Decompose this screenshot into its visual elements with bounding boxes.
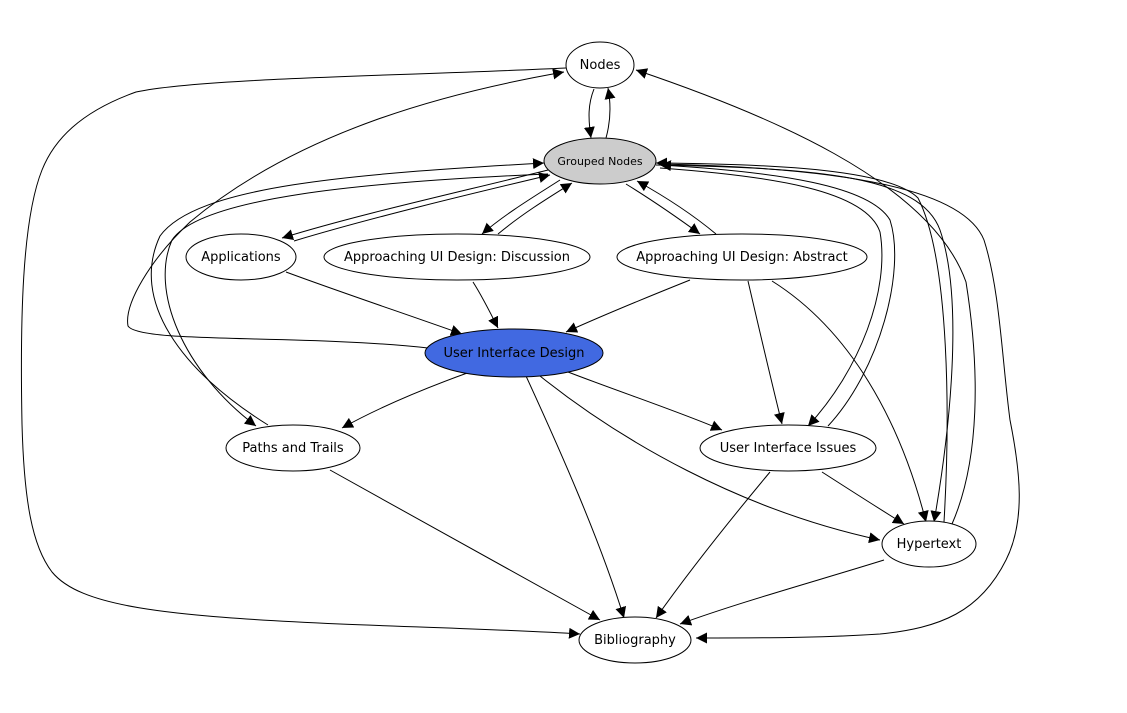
node-shape-paths-and-trails <box>225 424 361 472</box>
node-shape-hypertext <box>881 520 977 568</box>
node-shape-user-interface-design <box>424 328 604 378</box>
node-shape-nodes <box>565 41 635 89</box>
node-approaching-abstract[interactable]: Approaching UI Design: Abstract <box>616 233 868 281</box>
edge-issues-to-hypertext <box>821 471 905 525</box>
edge-hypertext-to-bibliography <box>679 559 885 626</box>
node-label-user-interface-design: User Interface Design <box>444 346 585 361</box>
node-label-bibliography: Bibliography <box>594 633 676 648</box>
node-hypertext[interactable]: Hypertext <box>881 520 977 568</box>
node-label-hypertext: Hypertext <box>897 537 962 552</box>
node-shape-approaching-discussion <box>323 233 591 281</box>
edge-applications-to-grouped <box>293 172 551 242</box>
edge-grouped-to-nodes <box>604 87 616 139</box>
edge-abstract-to-grouped <box>636 180 717 235</box>
edge-hypertext-to-grouped <box>655 157 948 523</box>
edge-grouped-to-issues <box>659 167 883 427</box>
node-label-user-interface-issues: User Interface Issues <box>720 441 857 456</box>
edge-abstract-to-issues <box>747 280 785 425</box>
edge-issues-to-bibliography <box>655 471 771 619</box>
node-paths-and-trails[interactable]: Paths and Trails <box>225 424 361 472</box>
edge-uidesign-to-hypertext <box>539 375 881 544</box>
node-label-paths-and-trails: Paths and Trails <box>242 441 344 456</box>
node-grouped-nodes[interactable]: Grouped Nodes <box>543 137 657 185</box>
node-shape-approaching-abstract <box>616 233 868 281</box>
node-label-approaching-abstract: Approaching UI Design: Abstract <box>636 250 847 265</box>
node-approaching-discussion[interactable]: Approaching UI Design: Discussion <box>323 233 591 281</box>
node-user-interface-design[interactable]: User Interface Design <box>424 328 604 378</box>
edge-applications-to-uidesign <box>285 271 463 336</box>
node-shape-bibliography <box>578 616 692 664</box>
edge-discussion-to-uidesign <box>472 281 499 329</box>
edge-layer <box>20 67 1020 644</box>
node-label-approaching-discussion: Approaching UI Design: Discussion <box>344 250 570 265</box>
edge-nodes-to-bibliography <box>20 67 581 639</box>
edge-paths-to-bibliography <box>329 469 601 621</box>
edge-issues-to-grouped <box>659 160 896 427</box>
node-user-interface-issues[interactable]: User Interface Issues <box>699 424 877 472</box>
edge-nodes-to-grouped <box>583 88 595 139</box>
edge-discussion-to-grouped <box>497 182 573 235</box>
node-shape-grouped-nodes <box>543 137 657 185</box>
node-nodes[interactable]: Nodes <box>565 41 635 89</box>
node-bibliography[interactable]: Bibliography <box>578 616 692 664</box>
edge-uidesign-to-paths <box>341 371 471 429</box>
node-label-grouped-nodes: Grouped Nodes <box>557 155 642 168</box>
edge-paths-to-grouped <box>150 158 545 426</box>
node-label-nodes: Nodes <box>580 58 621 73</box>
node-label-applications: Applications <box>201 250 281 265</box>
edge-uidesign-to-issues <box>567 371 723 431</box>
edge-grouped-to-applications <box>281 169 549 241</box>
edge-grouped-to-abstract <box>625 183 701 235</box>
edge-abstract-to-uidesign <box>565 279 691 333</box>
node-shape-user-interface-issues <box>699 424 877 472</box>
node-layer: Nodes Grouped Nodes Applications Approac… <box>185 41 977 664</box>
edge-abstract-to-hypertext <box>771 280 929 523</box>
edge-uidesign-to-nodes <box>127 68 565 349</box>
edge-grouped-to-bibliography <box>659 163 1020 644</box>
node-applications[interactable]: Applications <box>185 233 297 281</box>
edge-uidesign-to-bibliography <box>525 375 627 619</box>
node-shape-applications <box>185 233 297 281</box>
edge-grouped-to-discussion <box>481 179 561 235</box>
edge-grouped-to-paths <box>164 173 549 427</box>
edge-hypertext-to-nodes <box>635 68 976 525</box>
